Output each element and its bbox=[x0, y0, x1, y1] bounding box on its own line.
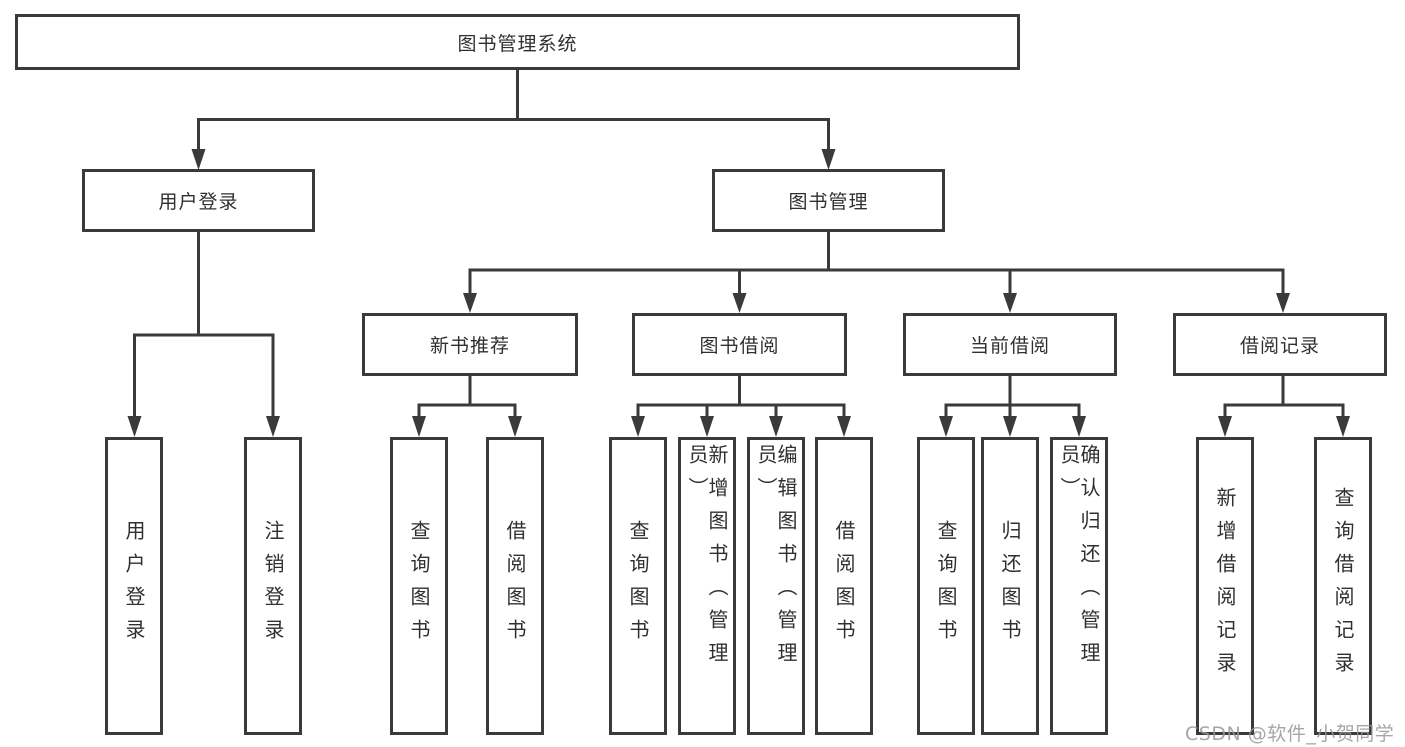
connector-line bbox=[468, 232, 1285, 295]
connector-group-root bbox=[191, 70, 836, 170]
arrowhead bbox=[939, 416, 953, 437]
leaf-label: 新增图书（管理员） bbox=[685, 444, 729, 675]
arrowhead bbox=[508, 416, 522, 437]
leaf-label: 查询借阅记录 bbox=[1331, 487, 1355, 685]
arrowhead bbox=[463, 293, 477, 313]
leaf-borrow-books: 借阅图书 bbox=[815, 437, 873, 735]
leaf-confirm-return-admin: 确认归还（管理员） bbox=[1050, 437, 1108, 735]
connector-group-user-login bbox=[127, 232, 280, 437]
arrowhead bbox=[1072, 416, 1086, 437]
leaf-label: 借阅图书 bbox=[832, 520, 856, 652]
node-current-borrow: 当前借阅 bbox=[903, 313, 1117, 376]
arrowhead bbox=[412, 416, 426, 437]
arrowhead bbox=[821, 149, 836, 170]
arrowhead bbox=[631, 416, 645, 437]
node-label: 当前借阅 bbox=[969, 335, 1050, 357]
node-library-system: 图书管理系统 bbox=[15, 14, 1020, 70]
leaf-edit-books-admin: 编辑图书（管理员） bbox=[747, 437, 805, 735]
node-label: 用户登录 bbox=[158, 191, 239, 213]
connector-line bbox=[133, 232, 275, 419]
leaf-label: 确认归还（管理员） bbox=[1057, 444, 1101, 675]
arrowhead bbox=[1276, 293, 1290, 313]
leaf-label: 借阅图书 bbox=[503, 520, 527, 652]
connector-group-borrow-records bbox=[1218, 376, 1350, 437]
node-borrow-records: 借阅记录 bbox=[1173, 313, 1387, 376]
connector-line bbox=[417, 376, 517, 419]
arrowhead bbox=[266, 416, 280, 437]
node-book-management: 图书管理 bbox=[712, 169, 945, 232]
arrowhead bbox=[700, 416, 714, 437]
leaf-query-books-borrow: 查询图书 bbox=[609, 437, 667, 735]
node-label: 图书管理 bbox=[788, 191, 869, 213]
leaf-label: 归还图书 bbox=[998, 520, 1022, 652]
connector-line bbox=[197, 70, 830, 151]
leaf-label: 用户登录 bbox=[122, 520, 146, 652]
node-user-login: 用户登录 bbox=[82, 169, 315, 232]
leaf-label: 注销登录 bbox=[261, 520, 285, 652]
node-label: 新书推荐 bbox=[429, 335, 510, 357]
node-label: 图书管理系统 bbox=[457, 32, 578, 55]
arrowhead bbox=[1336, 416, 1350, 437]
connector-group-current-borrow bbox=[939, 376, 1086, 437]
arrowhead bbox=[1003, 416, 1017, 437]
leaf-user-login: 用户登录 bbox=[105, 437, 163, 735]
connector-line bbox=[636, 376, 846, 419]
leaf-query-borrow-record: 查询借阅记录 bbox=[1314, 437, 1372, 735]
leaf-label: 编辑图书（管理员） bbox=[754, 444, 798, 675]
watermark: CSDN @软件_小贺同学 bbox=[1185, 723, 1395, 745]
leaf-borrow-books-recommend: 借阅图书 bbox=[486, 437, 544, 735]
leaf-label: 查询图书 bbox=[934, 520, 958, 652]
node-book-borrow: 图书借阅 bbox=[632, 313, 847, 376]
node-label: 图书借阅 bbox=[699, 335, 780, 357]
leaf-label: 查询图书 bbox=[407, 520, 431, 652]
leaf-logout: 注销登录 bbox=[244, 437, 302, 735]
leaf-label: 新增借阅记录 bbox=[1213, 487, 1237, 685]
leaf-label: 查询图书 bbox=[626, 520, 650, 652]
arrowhead bbox=[1003, 293, 1017, 313]
leaf-add-borrow-record: 新增借阅记录 bbox=[1196, 437, 1254, 735]
connector-group-book-management bbox=[463, 232, 1290, 313]
arrowhead bbox=[837, 416, 851, 437]
connector-group-new-book-recommend bbox=[412, 376, 522, 437]
leaf-query-books-recommend: 查询图书 bbox=[390, 437, 448, 735]
node-new-book-recommend: 新书推荐 bbox=[362, 313, 578, 376]
leaf-add-books-admin: 新增图书（管理员） bbox=[678, 437, 736, 735]
connector-line bbox=[944, 376, 1081, 419]
arrowhead bbox=[769, 416, 783, 437]
connector-line bbox=[1223, 376, 1345, 419]
arrowhead bbox=[732, 293, 747, 313]
arrowhead bbox=[127, 416, 142, 437]
connector-group-book-borrow bbox=[631, 376, 851, 437]
node-label: 借阅记录 bbox=[1239, 335, 1320, 357]
leaf-return-books: 归还图书 bbox=[981, 437, 1039, 735]
arrowhead bbox=[1218, 416, 1232, 437]
leaf-query-books-current: 查询图书 bbox=[917, 437, 975, 735]
arrowhead bbox=[191, 149, 206, 170]
